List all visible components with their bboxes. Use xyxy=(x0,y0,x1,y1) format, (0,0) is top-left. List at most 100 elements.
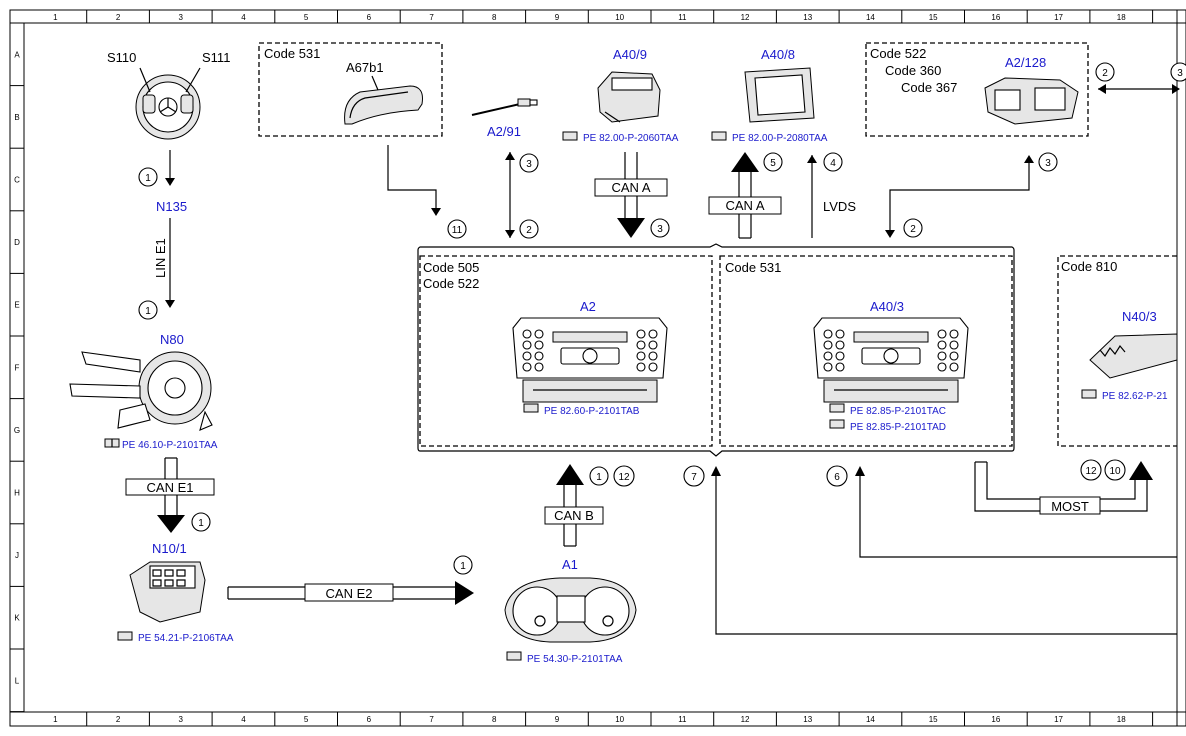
grid-row-label: K xyxy=(14,614,20,623)
code-505-box xyxy=(419,255,713,447)
n40-3-label: N40/3 xyxy=(1122,309,1157,324)
grid-col-label: 5 xyxy=(304,715,309,724)
drawing-frame xyxy=(9,9,1186,727)
a40-8-label: A40/8 xyxy=(761,47,795,62)
a67b1-label: A67b1 xyxy=(346,60,384,75)
svg-text:3: 3 xyxy=(1045,158,1051,169)
a2-label: A2 xyxy=(580,299,596,314)
grid-col-label: 17 xyxy=(1054,13,1063,22)
grid-col-label: 4 xyxy=(241,715,246,724)
svg-text:3: 3 xyxy=(657,224,663,235)
grid-col-label: 10 xyxy=(615,13,624,22)
grid-col-label: 1 xyxy=(53,13,58,22)
switch-module-icon xyxy=(69,351,213,431)
n10-1-ref[interactable]: PE 54.21-P-2106TAA xyxy=(138,633,234,644)
n40-3-ref[interactable]: PE 82.62-P-21 xyxy=(1102,391,1168,402)
circle-num: 1 xyxy=(145,173,151,184)
grid-col-label: 12 xyxy=(741,13,750,22)
svg-text:3: 3 xyxy=(1177,68,1183,79)
connector-icon xyxy=(129,561,206,623)
grid-col-label: 2 xyxy=(116,715,121,724)
a40-3-ref-2[interactable]: PE 82.85-P-2101TAD xyxy=(850,422,946,433)
head-unit-icon xyxy=(813,317,969,403)
grid-row-label: F xyxy=(15,363,20,372)
a40-9-label: A40/9 xyxy=(613,47,647,62)
svg-text:1: 1 xyxy=(145,306,151,317)
svg-text:Code 360: Code 360 xyxy=(885,63,941,78)
grid-col-label: 9 xyxy=(555,13,560,22)
svg-text:4: 4 xyxy=(830,158,836,169)
grid-col-label: 15 xyxy=(929,13,938,22)
n80-ref[interactable]: PE 46.10-P-2101TAA xyxy=(122,440,218,451)
grid-row-label: E xyxy=(14,301,19,310)
a40-3-ref-1[interactable]: PE 82.85-P-2101TAC xyxy=(850,406,946,417)
grid-col-label: 5 xyxy=(304,13,309,22)
grid-row-label: D xyxy=(14,238,20,247)
grid-col-label: 7 xyxy=(429,13,434,22)
svg-text:1: 1 xyxy=(596,472,602,483)
grid-col-label: 15 xyxy=(929,715,938,724)
grid-col-label: 1 xyxy=(53,715,58,724)
grid-col-label: 6 xyxy=(367,715,372,724)
a2-ref[interactable]: PE 82.60-P-2101TAB xyxy=(544,406,640,417)
code-531-mid-box xyxy=(719,255,1013,447)
svg-text:Code 810: Code 810 xyxy=(1061,259,1117,274)
can-e1-label: CAN E1 xyxy=(147,480,194,495)
a1-label: A1 xyxy=(562,557,578,572)
grid-row-label: J xyxy=(15,551,19,560)
code-522-box xyxy=(865,42,1089,137)
grid-col-label: 4 xyxy=(241,13,246,22)
steering-wheel-icon xyxy=(135,67,201,140)
grid-col-label: 3 xyxy=(179,13,184,22)
can-a-1-label: CAN A xyxy=(611,180,650,195)
s110-label: S110 xyxy=(107,50,136,65)
most-label: MOST xyxy=(1051,499,1089,514)
code-810-box xyxy=(1057,255,1177,447)
grid-row-label: A xyxy=(14,50,20,59)
svg-text:Code 367: Code 367 xyxy=(901,80,957,95)
camera-icon xyxy=(344,75,423,125)
display-icon xyxy=(744,67,815,123)
grid-col-label: 18 xyxy=(1117,715,1126,724)
code-531-top: Code 531 xyxy=(264,46,320,61)
svg-text:2: 2 xyxy=(1102,68,1108,79)
n80-label: N80 xyxy=(160,332,184,347)
instrument-cluster-icon xyxy=(504,577,637,643)
svg-text:2: 2 xyxy=(910,224,916,235)
grid-row-label: L xyxy=(15,676,20,685)
grid-col-label: 14 xyxy=(866,715,875,724)
n135-label: N135 xyxy=(156,199,187,214)
amplifier-icon xyxy=(1089,333,1178,379)
svg-text:7: 7 xyxy=(691,472,697,483)
grid-col-label: 17 xyxy=(1054,715,1063,724)
grid-col-label: 12 xyxy=(741,715,750,724)
can-a-2-label: CAN A xyxy=(725,198,764,213)
grid-row-label: H xyxy=(14,489,20,498)
svg-text:12: 12 xyxy=(1085,466,1097,477)
grid-col-label: 13 xyxy=(803,715,812,724)
svg-text:6: 6 xyxy=(834,472,840,483)
grid-col-label: 11 xyxy=(678,13,687,22)
module-icon xyxy=(984,77,1079,125)
grid-col-label: 18 xyxy=(1117,13,1126,22)
a1-ref[interactable]: PE 54.30-P-2101TAA xyxy=(527,654,623,665)
svg-text:1: 1 xyxy=(460,561,466,572)
grid-row-label: B xyxy=(14,113,19,122)
can-b-label: CAN B xyxy=(554,508,594,523)
book-icon xyxy=(104,438,120,448)
a40-8-ref[interactable]: PE 82.00-P-2080TAA xyxy=(732,133,828,144)
svg-text:2: 2 xyxy=(526,225,532,236)
svg-text:Code 505: Code 505 xyxy=(423,260,479,275)
a40-9-ref[interactable]: PE 82.00-P-2060TAA xyxy=(583,133,679,144)
a2-91-label: A2/91 xyxy=(487,124,521,139)
grid-col-label: 11 xyxy=(678,715,687,724)
grid-col-label: 16 xyxy=(991,715,1000,724)
svg-text:1: 1 xyxy=(198,518,204,529)
grid-col-label: 13 xyxy=(803,13,812,22)
grid-col-label: 10 xyxy=(615,715,624,724)
n10-1-label: N10/1 xyxy=(152,541,187,556)
lin-e1-label: LIN E1 xyxy=(153,238,168,278)
lvds-label: LVDS xyxy=(823,199,856,214)
grid-col-label: 6 xyxy=(367,13,372,22)
grid-col-label: 9 xyxy=(555,715,560,724)
